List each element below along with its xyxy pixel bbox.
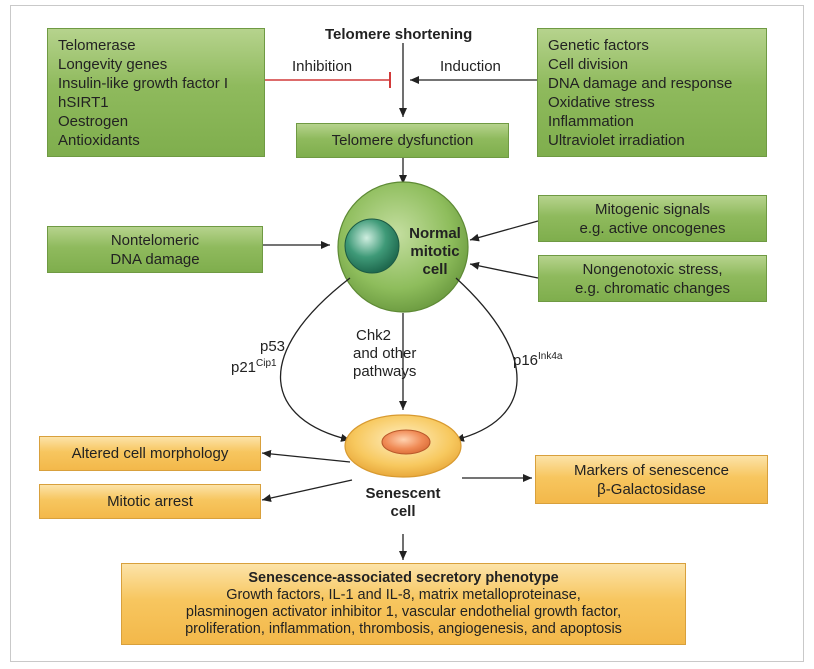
telomere-dysfunction-label: Telomere dysfunction	[331, 132, 474, 149]
inhibitors-box: Telomerase Longevity genes Insulin-like …	[47, 28, 265, 157]
nongenotoxic-label-line: e.g. chromatic changes	[574, 279, 731, 297]
pathway-p21-sup: Cip1	[256, 358, 277, 369]
inhibition-label: Inhibition	[292, 58, 353, 75]
nontelomeric-label-line: Nontelomeric	[110, 231, 200, 249]
pathway-p16-label: p16Ink4a	[513, 348, 563, 370]
inhibitor-item: Antioxidants	[58, 132, 140, 149]
normal-cell-label: Normal mitotic cell	[405, 225, 465, 279]
senescent-cell-label: Senescent cell	[363, 485, 443, 521]
mitogenic-box: Mitogenic signals e.g. active oncogenes	[538, 195, 767, 242]
altered-morphology-box: Altered cell morphology	[39, 436, 261, 471]
mitotic-arrest-label: Mitotic arrest	[107, 493, 193, 510]
sasp-title: Senescence-associated secretory phenotyp…	[248, 570, 559, 586]
arrow-nongenotoxic	[469, 261, 539, 279]
inducer-item: Genetic factors	[548, 37, 649, 54]
mitotic-arrest-box: Mitotic arrest	[39, 484, 261, 519]
pathway-chk2-line: pathways	[353, 363, 417, 380]
inhibitor-item: Insulin-like growth factor I	[58, 75, 229, 92]
sasp-line: plasminogen activator inhibitor 1, vascu…	[185, 604, 622, 620]
normal-cell-nucleus	[344, 218, 400, 274]
mitogenic-label-line: Mitogenic signals	[594, 200, 711, 218]
inducer-item: DNA damage and response	[548, 75, 733, 92]
sasp-line: Growth factors, IL-1 and IL-8, matrix me…	[226, 587, 581, 603]
pathway-chk2-label: Chk2 and other pathways	[353, 327, 417, 381]
normal-cell-label-line: mitotic	[410, 243, 460, 260]
altered-morphology-label: Altered cell morphology	[71, 445, 229, 462]
pathway-p16-base: p16	[513, 352, 539, 369]
senescent-cell-label-line: Senescent	[365, 485, 441, 502]
inducer-item: Ultraviolet irradiation	[548, 132, 685, 149]
inhibitor-item: Oestrogen	[58, 113, 129, 130]
senescent-cell-label-line: cell	[390, 503, 416, 520]
pathway-p53-label: p53	[260, 338, 286, 355]
nongenotoxic-label-line: Nongenotoxic stress,	[582, 260, 723, 278]
mitogenic-label-line: e.g. active oncogenes	[579, 219, 726, 237]
pathway-chk2-line: and other	[353, 345, 417, 362]
nontelomeric-label-line: DNA damage	[110, 250, 200, 268]
inducer-item: Inflammation	[548, 113, 634, 130]
telomere-shortening-title: Telomere shortening	[325, 26, 473, 43]
pathway-chk2-line: Chk2	[356, 327, 392, 344]
inducers-box: Genetic factors Cell division DNA damage…	[537, 28, 767, 157]
inducer-item: Cell division	[548, 56, 629, 73]
markers-label-line: β-Galactosidase	[597, 480, 706, 498]
markers-label-line: Markers of senescence	[573, 461, 730, 479]
arrow-altered-morphology	[261, 449, 351, 463]
nongenotoxic-box: Nongenotoxic stress, e.g. chromatic chan…	[538, 255, 767, 302]
arrow-mitogenic	[469, 220, 539, 242]
arc-p16	[454, 277, 518, 442]
sasp-line: proliferation, inflammation, thrombosis,…	[185, 621, 622, 637]
sasp-box: Senescence-associated secretory phenotyp…	[121, 563, 686, 645]
markers-box: Markers of senescence β-Galactosidase	[535, 455, 768, 504]
senescent-cell-nucleus	[381, 429, 431, 455]
inhibitor-item: Telomerase	[58, 37, 136, 54]
arrow-mitotic-arrest	[261, 479, 353, 502]
arc-p53-p21	[279, 277, 351, 442]
pathway-p21-label: p21Cip1	[231, 355, 277, 377]
inducer-item: Oxidative stress	[548, 94, 655, 111]
induction-label: Induction	[440, 58, 501, 75]
normal-cell-body	[337, 181, 469, 313]
pathway-p21-base: p21	[231, 359, 257, 376]
normal-cell-label-line: Normal	[409, 225, 461, 242]
telomere-dysfunction-box: Telomere dysfunction	[296, 123, 509, 158]
inhibitor-item: Longevity genes	[58, 56, 168, 73]
nontelomeric-box: Nontelomeric DNA damage	[47, 226, 263, 273]
normal-cell-label-line: cell	[422, 261, 448, 278]
pathway-p16-sup: Ink4a	[538, 351, 563, 362]
inhibitor-item: hSIRT1	[58, 94, 109, 111]
